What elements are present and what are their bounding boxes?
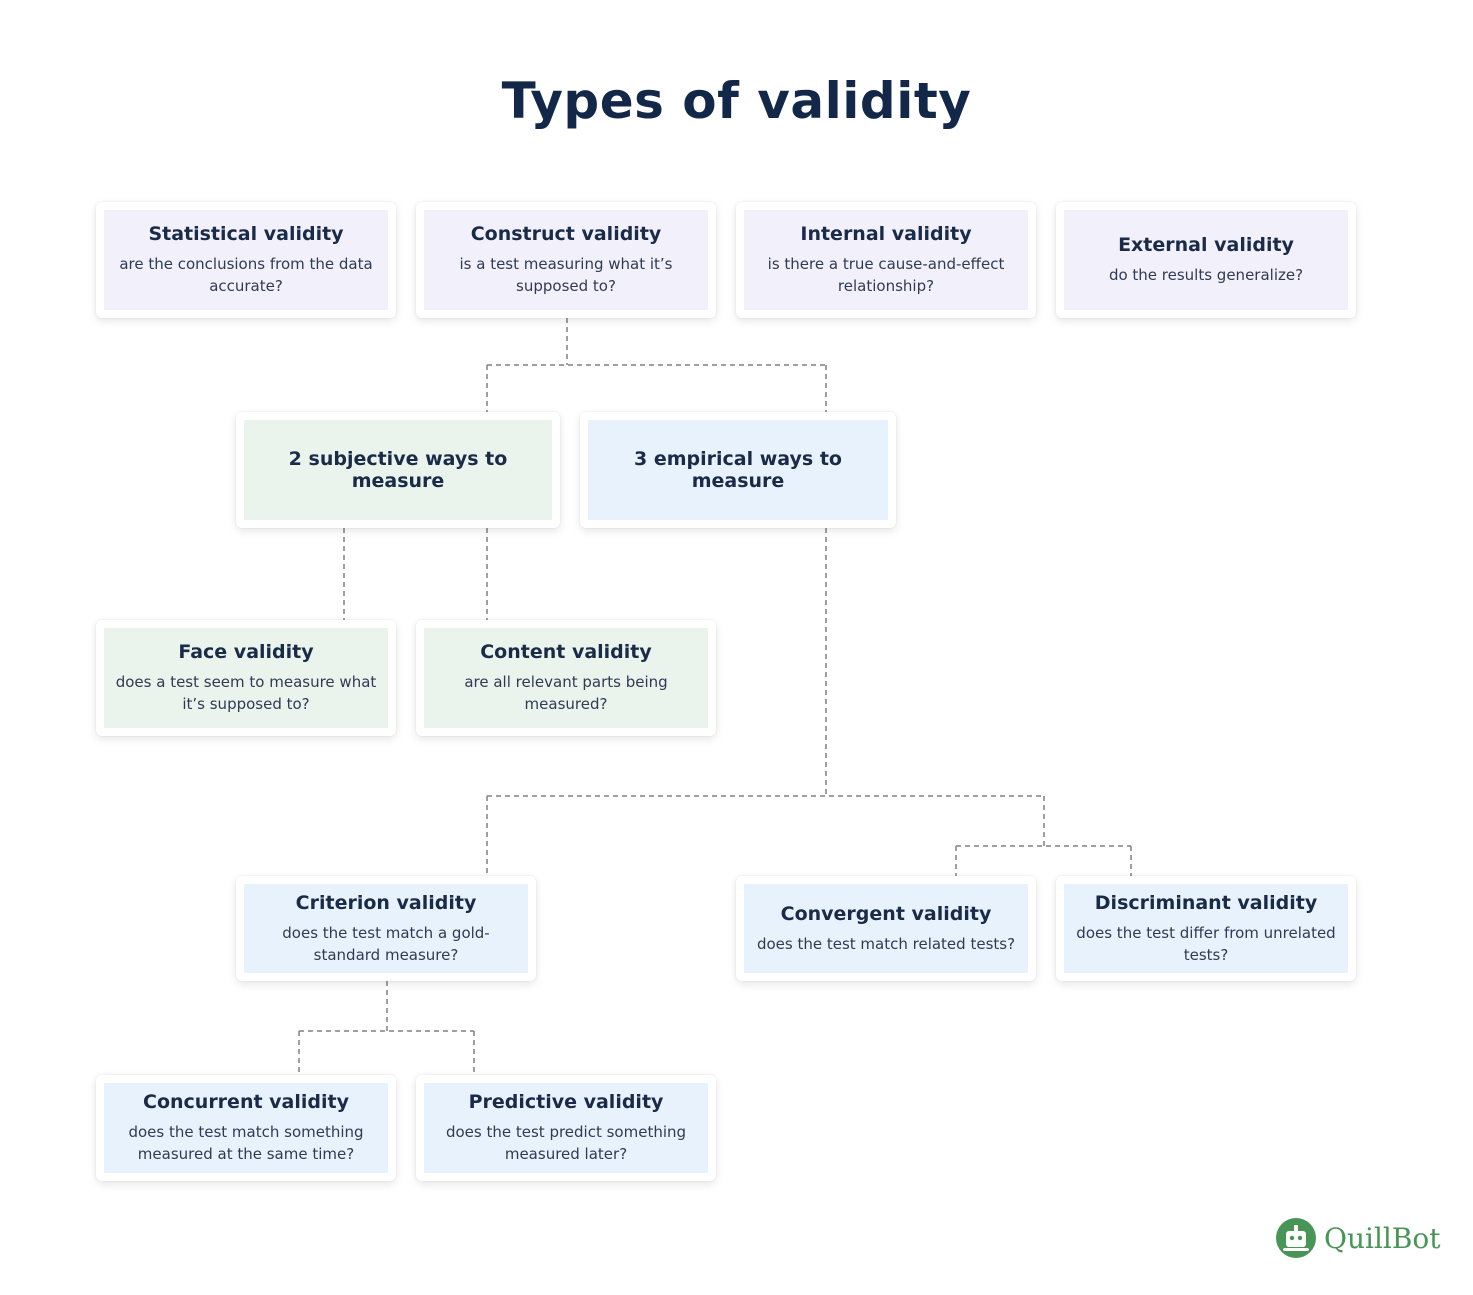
card-heading: 2 subjective ways to measure bbox=[288, 448, 508, 492]
quillbot-robot-icon bbox=[1276, 1218, 1316, 1258]
card-concurrent-validity: Concurrent validity does the test match … bbox=[96, 1075, 396, 1181]
card-description: does the test match something measured a… bbox=[128, 1123, 364, 1163]
card-description: does the test match related tests? bbox=[756, 934, 1016, 953]
connector-construct bbox=[486, 318, 827, 412]
card-description: are all relevant parts being measured? bbox=[464, 673, 668, 713]
card-construct-validity: Construct validity is a test measuring w… bbox=[416, 202, 716, 318]
card-heading: Convergent validity bbox=[780, 902, 992, 925]
card-face-validity: Face validity does a test seem to measur… bbox=[96, 620, 396, 736]
card-statistical-validity: Statistical validity are the conclusions… bbox=[96, 202, 396, 318]
card-criterion-validity: Criterion validity does the test match a… bbox=[236, 876, 536, 981]
card-heading: External validity bbox=[1118, 234, 1294, 256]
card-subjective-ways: 2 subjective ways to measure bbox=[236, 412, 560, 528]
card-heading: Criterion validity bbox=[295, 891, 477, 914]
card-heading: Concurrent validity bbox=[143, 1091, 349, 1113]
card-description: does the test differ from unrelated test… bbox=[1076, 923, 1336, 964]
connector-empirical bbox=[486, 528, 1132, 876]
card-description: does a test seem to measure what it’s su… bbox=[115, 673, 377, 713]
card-heading: Face validity bbox=[178, 641, 314, 663]
card-description: do the results generalize? bbox=[1108, 266, 1304, 284]
card-description: is there a true cause-and-effect relatio… bbox=[767, 255, 1005, 295]
page-title: Types of validity bbox=[501, 72, 972, 130]
card-convergent-validity: Convergent validity does the test match … bbox=[736, 876, 1036, 981]
quillbot-logo: QuillBot bbox=[1276, 1216, 1441, 1260]
card-description: is a test measuring what it’s supposed t… bbox=[459, 255, 673, 295]
card-description: does the test match a gold-standard meas… bbox=[282, 923, 490, 964]
card-heading: Statistical validity bbox=[148, 223, 344, 245]
card-heading: 3 empirical ways to measure bbox=[634, 448, 842, 492]
card-heading: Predictive validity bbox=[468, 1091, 664, 1113]
card-internal-validity: Internal validity is there a true cause-… bbox=[736, 202, 1036, 318]
card-heading: Content validity bbox=[480, 641, 652, 663]
card-external-validity: External validity do the results general… bbox=[1056, 202, 1356, 318]
card-heading: Construct validity bbox=[470, 223, 662, 245]
card-heading: Internal validity bbox=[800, 223, 972, 245]
card-description: does the test predict something measured… bbox=[445, 1123, 687, 1163]
connector-criterion bbox=[298, 981, 475, 1075]
card-content-validity: Content validity are all relevant parts … bbox=[416, 620, 716, 736]
card-description: are the conclusions from the data accura… bbox=[119, 255, 373, 295]
card-heading: Discriminant validity bbox=[1094, 891, 1318, 914]
logo-text: QuillBot bbox=[1324, 1221, 1441, 1255]
card-empirical-ways: 3 empirical ways to measure bbox=[580, 412, 896, 528]
card-predictive-validity: Predictive validity does the test predic… bbox=[416, 1075, 716, 1181]
card-discriminant-validity: Discriminant validity does the test diff… bbox=[1056, 876, 1356, 981]
connector-subjective bbox=[343, 528, 488, 620]
